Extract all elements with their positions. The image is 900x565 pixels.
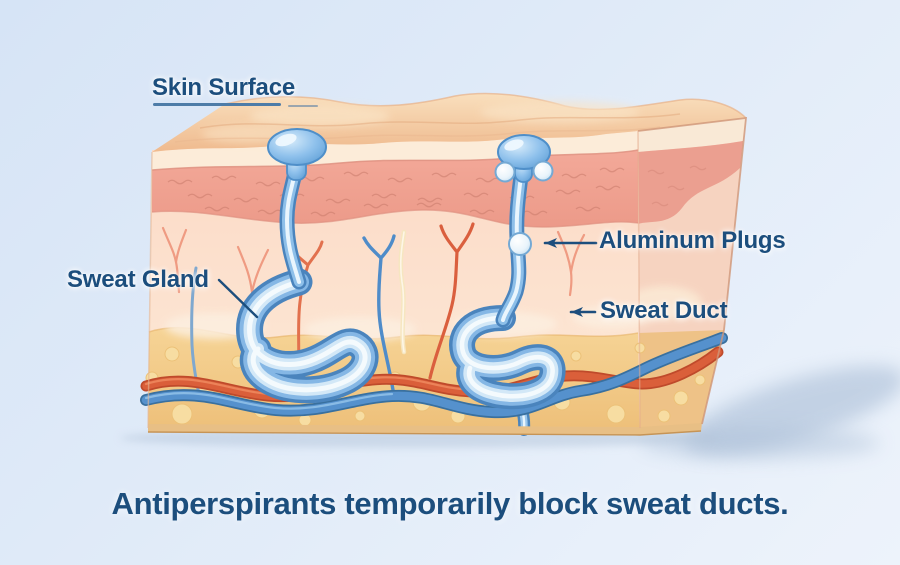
sweat-gland-pointer-line bbox=[217, 278, 259, 319]
callout-arrows bbox=[217, 238, 598, 319]
sweat-duct-left bbox=[279, 160, 307, 290]
sweat-gland-label: Sweat Gland bbox=[67, 266, 209, 293]
aluminum-plugs bbox=[494, 160, 554, 256]
sweat-droplet-left bbox=[267, 128, 327, 181]
vein bbox=[140, 332, 728, 419]
skin-surface-leader-line bbox=[288, 105, 318, 107]
block-base-edge bbox=[147, 423, 702, 436]
aluminum-plugs-label: Aluminum Plugs bbox=[599, 227, 786, 254]
sweat-gland-left bbox=[236, 268, 379, 404]
sweat-droplet-right bbox=[497, 134, 551, 183]
aluminum-plug-right bbox=[532, 160, 554, 182]
caption: Antiperspirants temporarily block sweat … bbox=[111, 486, 789, 521]
sweat-duct-right bbox=[495, 168, 529, 328]
aluminum-plug-left bbox=[494, 161, 516, 183]
block-outline bbox=[147, 116, 748, 429]
sweat-duct-label: Sweat Duct bbox=[600, 297, 728, 324]
aluminum-plug-mid bbox=[508, 232, 532, 256]
skin-surface-underline bbox=[153, 103, 281, 106]
sweat-gland-right bbox=[449, 305, 566, 410]
skin-surface-label: Skin Surface bbox=[152, 74, 295, 101]
